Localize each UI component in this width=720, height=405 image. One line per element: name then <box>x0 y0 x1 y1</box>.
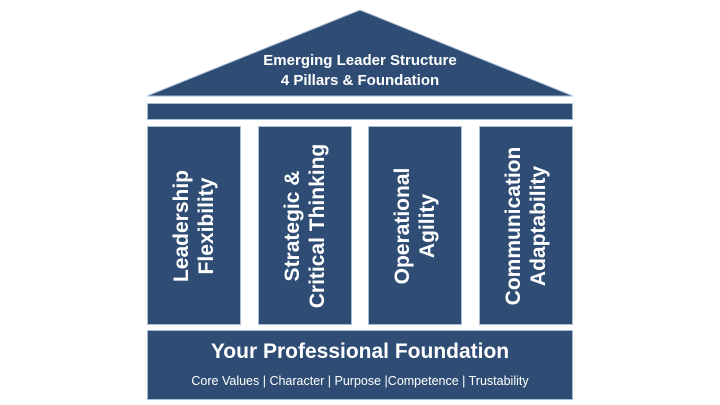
pillar-label-line1: Operational <box>391 167 414 284</box>
pillar-label-line1: Leadership <box>170 169 193 282</box>
foundation-block: Your Professional Foundation Core Values… <box>147 330 573 400</box>
foundation-title: Your Professional Foundation <box>210 340 510 363</box>
pillar-label-line2: Agility <box>416 193 439 258</box>
pillar-strategic-critical-thinking: Strategic & Critical Thinking <box>258 126 352 325</box>
roof-title-line1: Emerging Leader Structure <box>263 52 457 69</box>
pillar-label-line2: Adaptability <box>527 165 550 286</box>
roof-beam <box>147 103 573 120</box>
roof-title-line2: 4 Pillars & Foundation <box>280 72 440 89</box>
pillar-leadership-flexibility: Leadership Flexibility <box>147 126 241 325</box>
roof-triangle <box>146 9 574 97</box>
pillar-label: Leadership Flexibility <box>169 127 219 324</box>
pillar-label-line2: Flexibility <box>195 177 218 274</box>
pillar-label-line2: Critical Thinking <box>306 143 329 308</box>
pillar-communication-adaptability: Communication Adaptability <box>479 126 573 325</box>
roof-title: Emerging Leader Structure 4 Pillars & Fo… <box>160 51 560 91</box>
pillar-label: Communication Adaptability <box>501 127 551 324</box>
pillar-label: Operational Agility <box>390 127 440 324</box>
foundation-subtitle: Core Values | Character | Purpose |Compe… <box>191 374 529 388</box>
pillar-label-line1: Communication <box>502 146 525 305</box>
pillar-label-line1: Strategic & <box>281 170 304 281</box>
pillar-operational-agility: Operational Agility <box>368 126 462 325</box>
pillar-label: Strategic & Critical Thinking <box>280 127 330 324</box>
